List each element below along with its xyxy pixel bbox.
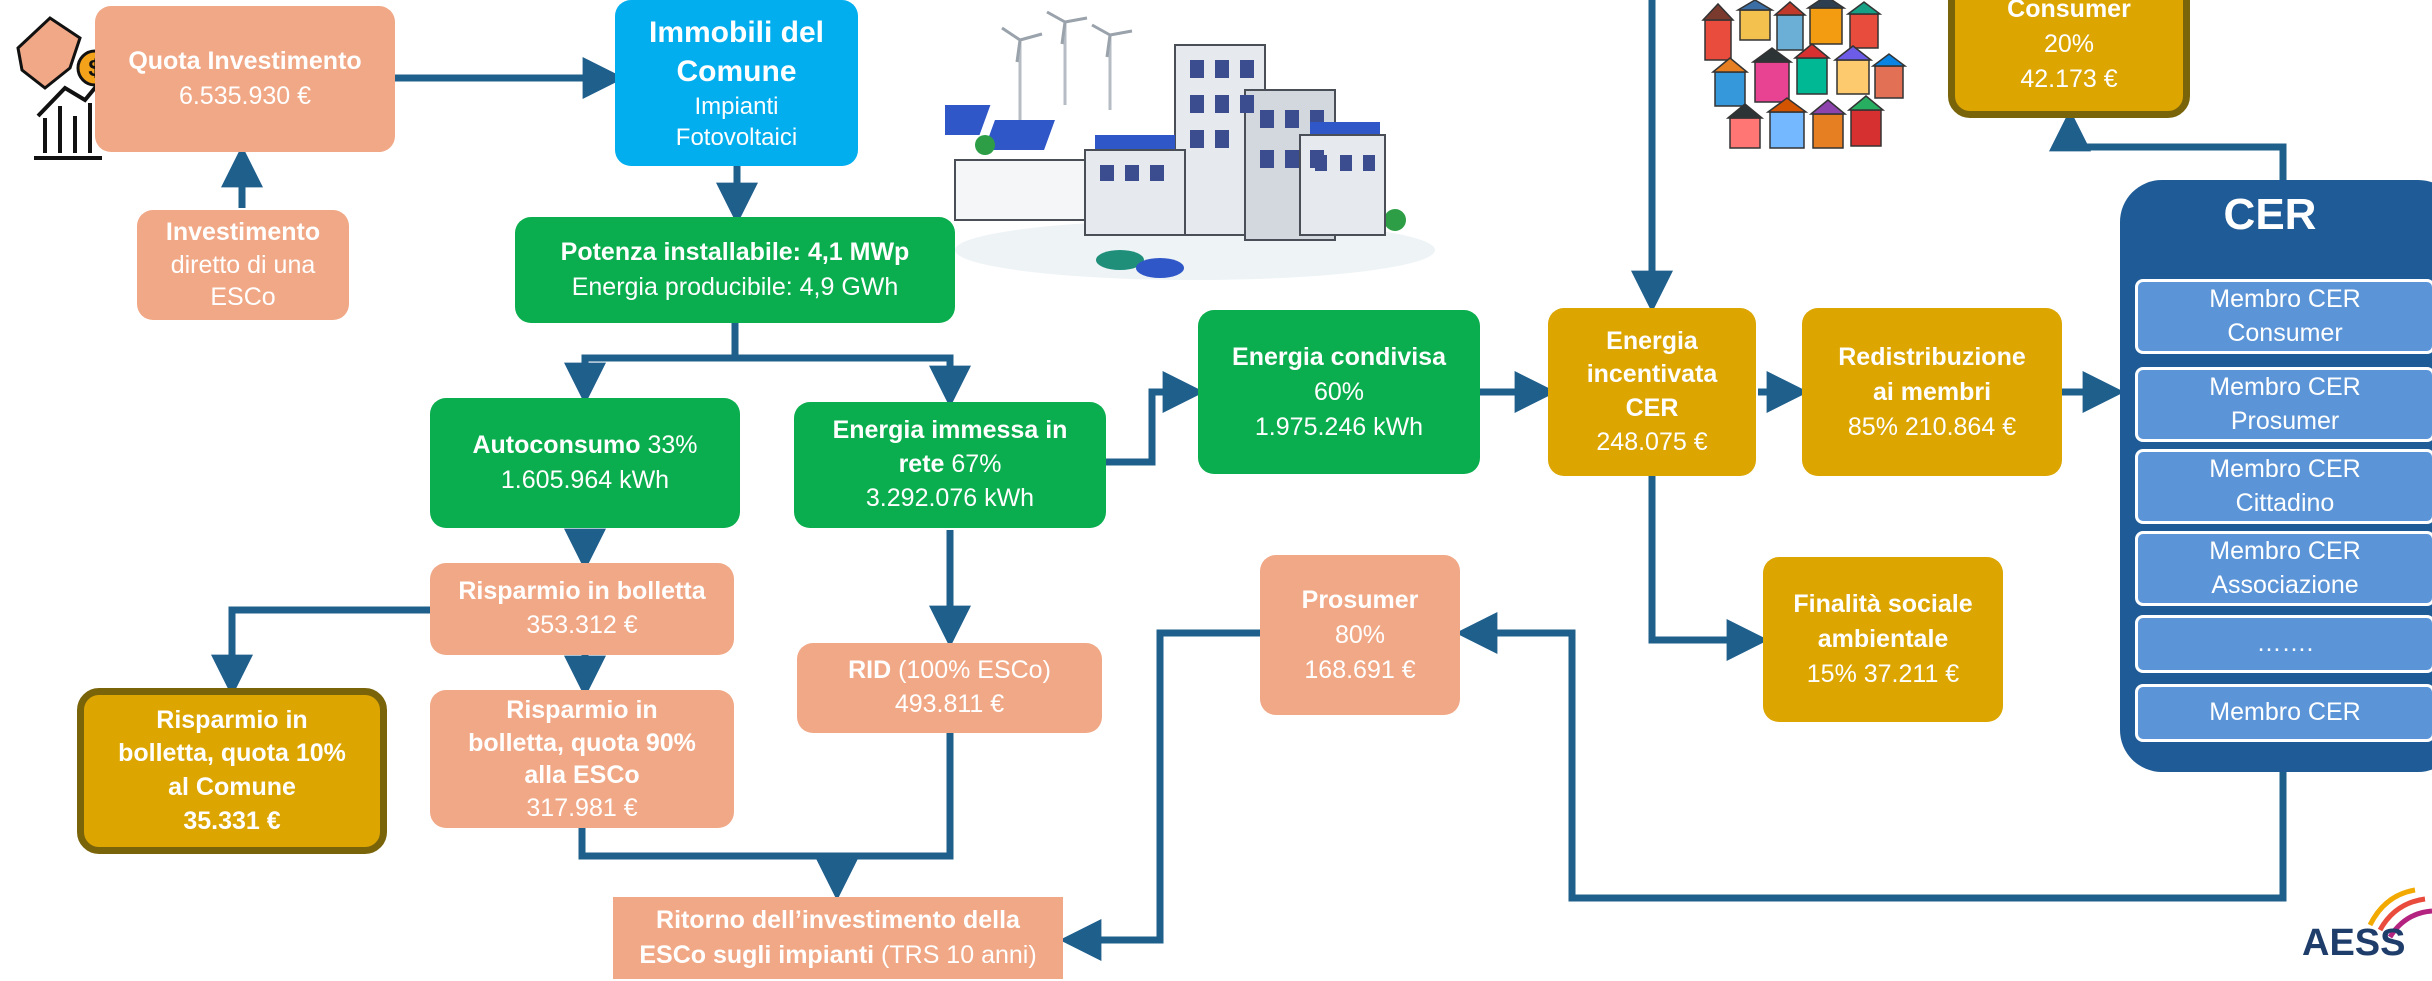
risparmio-title: Risparmio in bolletta: [458, 577, 706, 606]
potenza-box: Potenza installabile: 4,1 MWp Energia pr…: [515, 217, 955, 323]
consumer-box: Consumer 20% 42.173 €: [1948, 0, 2190, 118]
risparmio-value: 353.312 €: [526, 611, 638, 639]
prosumer-pct: 80%: [1334, 620, 1386, 649]
rid-box: RID (100% ESCo) 493.811 €: [797, 643, 1102, 733]
arrow-cer-to-consumer: [2049, 109, 2287, 180]
risparmio-10-box: Risparmio in bolletta, quota 10% al Comu…: [77, 688, 387, 854]
immobili-comune-box: Immobili del Comune Impianti Fotovoltaic…: [615, 0, 858, 166]
immobili-title-2: Comune: [676, 54, 797, 88]
immobili-sub-2: Fotovoltaici: [675, 124, 798, 151]
energia-immessa-box: Energia immessa in rete 67% 3.292.076 kW…: [794, 402, 1106, 528]
autoconsumo-title: Autoconsumo 33%: [472, 431, 698, 459]
cer-member-type: Associazione: [2211, 570, 2359, 599]
incentivata-line-1: Energia: [1606, 326, 1698, 355]
redistribuzione-line-2: ai membri: [1872, 377, 1992, 406]
autoconsumo-box: Autoconsumo 33% 1.605.964 kWh: [430, 398, 740, 528]
aess-logo-text: AESS: [2302, 922, 2406, 964]
redistribuzione-box: Redistribuzione ai membri 85% 210.864 €: [1802, 308, 2062, 476]
finalita-line-1: Finalità sociale: [1793, 590, 1973, 618]
arrow-prosumer-to-ritorno: [1059, 629, 1260, 961]
ritorno-investimento-box: Ritorno dell’investimento della ESCo sug…: [613, 897, 1063, 979]
risparmio10-line-3: al Comune: [168, 773, 296, 801]
finalita-line-2: ambientale: [1817, 625, 1949, 653]
risparmio90-value: 317.981 €: [526, 793, 638, 822]
prosumer-value: 168.691 €: [1304, 655, 1416, 684]
esco-line-1: Investimento: [165, 218, 321, 247]
cer-member-label: Membro CER: [2209, 454, 2361, 483]
redistribuzione-value: 85% 210.864 €: [1847, 412, 2017, 441]
cer-member-type: Cittadino: [2235, 488, 2335, 517]
consumer-title: Consumer: [2007, 0, 2131, 23]
arrow-immessa-to-condivisa: [1105, 371, 1205, 466]
incentivata-line-2: incentivata: [1586, 360, 1718, 389]
esco-line-3: ESCo: [210, 283, 276, 312]
risparmio-bolletta-box: Risparmio in bolletta 353.312 €: [430, 563, 734, 655]
immobili-sub-1: Impianti: [694, 92, 779, 120]
risparmio90-line-1: Risparmio in: [506, 696, 658, 724]
cer-member-label: Membro CER: [2209, 284, 2361, 313]
finalita-sociale-box: Finalità sociale ambientale 15% 37.211 €: [1763, 557, 2003, 722]
arrow-potenza-to-immessa: [735, 354, 971, 408]
cer-member-label: …….: [2256, 629, 2314, 658]
energia-incentivata-box: Energia incentivata CER 248.075 €: [1548, 308, 1756, 476]
risparmio-90-box: Risparmio in bolletta, quota 90% alla ES…: [430, 690, 734, 828]
arrow-potenza-to-autoconsumo: [564, 322, 739, 405]
cer-member-ellipsis: …….: [2135, 615, 2432, 673]
immessa-line-1: Energia immessa in: [832, 416, 1068, 445]
cer-member-label: Membro CER: [2209, 536, 2361, 565]
solar-buildings-illustration: [945, 10, 1435, 280]
rid-value: 493.811 €: [894, 690, 1005, 718]
cer-member-type: Consumer: [2227, 318, 2343, 347]
consumer-value: 42.173 €: [2020, 64, 2118, 93]
cer-member-associazione: Membro CER Associazione: [2135, 531, 2432, 606]
quota-value: 6.535.930 €: [178, 82, 312, 110]
immessa-line-2: rete 67%: [898, 450, 1002, 479]
investimento-esco-box: Investimento diretto di una ESCo: [137, 210, 349, 320]
incentivata-line-3: CER: [1625, 394, 1679, 422]
cer-member-type: Prosumer: [2230, 406, 2340, 435]
arrow-incentivata-to-finalita: [1648, 475, 1769, 661]
energia-condivisa-box: Energia condivisa 60% 1.975.246 kWh: [1198, 310, 1480, 474]
redistribuzione-line-1: Redistribuzione: [1838, 342, 2026, 371]
esco-line-2: diretto di una: [170, 250, 316, 279]
cer-member-consumer: Membro CER Consumer: [2135, 279, 2432, 354]
cer-title: CER: [2223, 190, 2317, 239]
prosumer-title: Prosumer: [1301, 585, 1419, 614]
condivisa-kwh: 1.975.246 kWh: [1254, 412, 1424, 441]
quota-investimento-box: Quota Investimento 6.535.930 €: [95, 6, 395, 152]
potenza-line-2: Energia producibile: 4,9 GWh: [571, 273, 899, 301]
rid-title: RID (100% ESCo): [848, 656, 1051, 685]
arrow-to-ritorno: [578, 733, 954, 888]
immobili-title-1: Immobili del: [648, 15, 825, 49]
finalita-value: 15% 37.211 €: [1806, 660, 1960, 688]
condivisa-title: Energia condivisa: [1232, 342, 1446, 371]
prosumer-box: Prosumer 80% 168.691 €: [1260, 555, 1460, 715]
cer-member-label: Membro CER: [2209, 698, 2361, 727]
arrow-cer-to-prosumer: [1455, 612, 2287, 902]
potenza-line-1: Potenza installabile: 4,1 MWp: [560, 238, 910, 266]
risparmio10-value: 35.331 €: [183, 806, 281, 835]
cer-member-cittadino: Membro CER Cittadino: [2135, 449, 2432, 524]
cer-member-label: Membro CER: [2209, 372, 2361, 401]
autoconsumo-kwh: 1.605.964 kWh: [500, 466, 670, 494]
condivisa-pct: 60%: [1313, 377, 1365, 406]
consumer-pct: 20%: [2043, 29, 2095, 58]
risparmio90-line-3: alla ESCo: [524, 761, 640, 789]
ritorno-line-2: ESCo sugli impianti (TRS 10 anni): [639, 941, 1037, 969]
aess-logo-mark: [2367, 887, 2432, 939]
cer-member-generic: Membro CER: [2135, 684, 2432, 742]
quota-title: Quota Investimento: [128, 47, 362, 75]
risparmio10-line-1: Risparmio in: [156, 705, 308, 734]
arrow-risparmio-to-quota10: [211, 606, 432, 697]
risparmio90-line-2: bolletta, quota 90%: [468, 728, 696, 757]
cer-member-prosumer: Membro CER Prosumer: [2135, 367, 2432, 442]
immessa-kwh: 3.292.076 kWh: [865, 483, 1035, 512]
risparmio10-line-2: bolletta, quota 10%: [118, 739, 346, 768]
houses-illustration: [1701, 0, 1908, 149]
incentivata-value: 248.075 €: [1596, 427, 1708, 456]
ritorno-line-1: Ritorno dell’investimento della: [656, 906, 1020, 934]
